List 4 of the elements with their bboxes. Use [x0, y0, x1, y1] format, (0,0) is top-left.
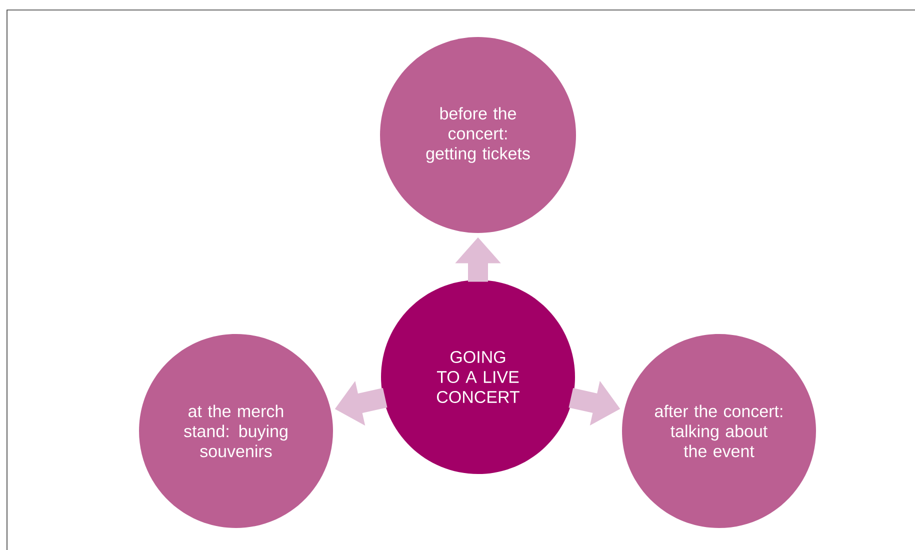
circle-node: before the concert: getting tickets: [380, 37, 576, 233]
circle-node: after the concert: talking about the event: [622, 334, 816, 528]
circle-node: GOING TO A LIVE CONCERT: [381, 280, 575, 474]
circle-node: at the merch stand: buying souvenirs: [139, 334, 333, 528]
